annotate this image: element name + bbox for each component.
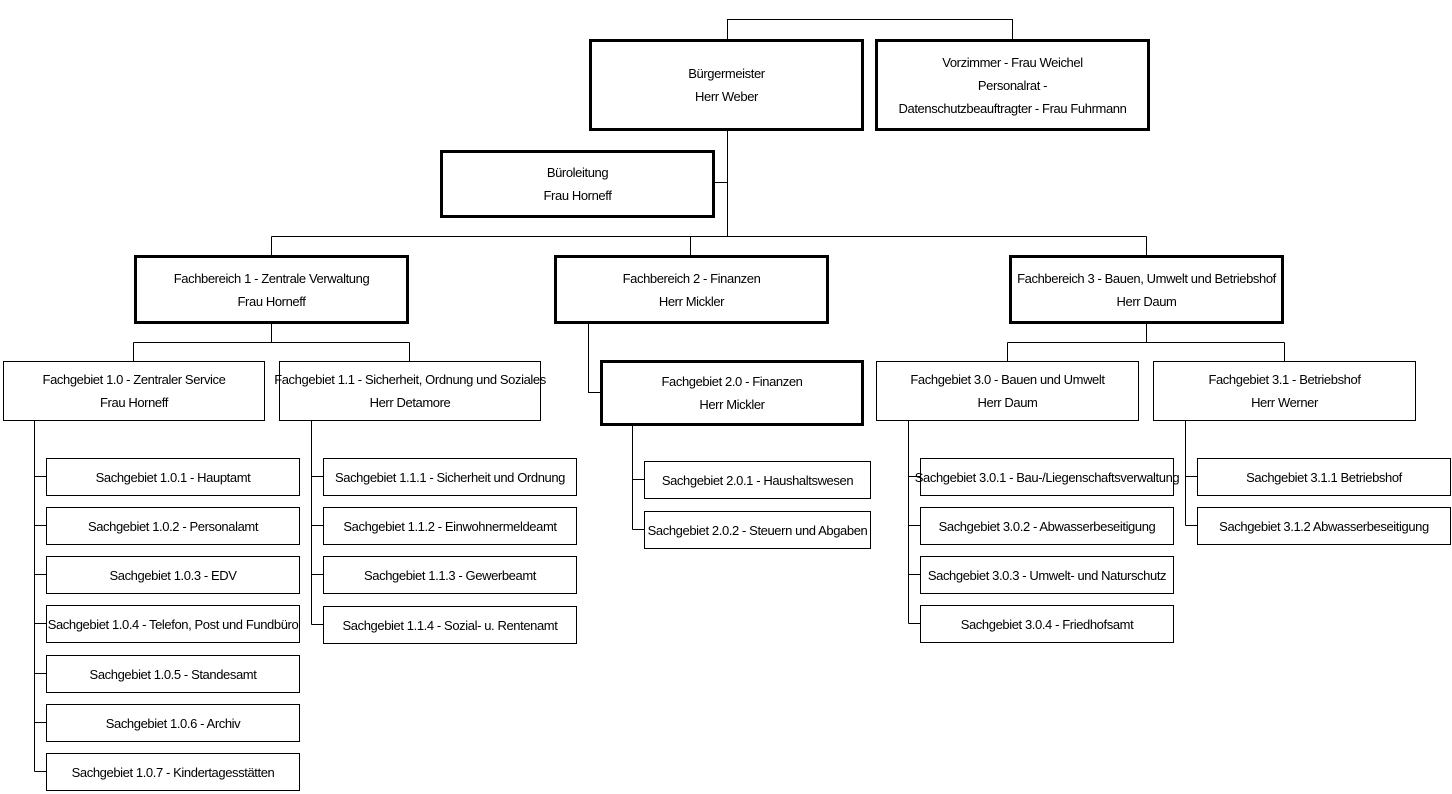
sachgebiet-label: Sachgebiet 1.0.4 - Telefon, Post und Fun…: [47, 616, 299, 632]
bueroleitung-box: Büroleitung Frau Horneff: [440, 150, 715, 218]
sachgebiet-label: Sachgebiet 3.1.2 Abwasserbeseitigung: [1219, 518, 1429, 534]
connector-line: [588, 322, 601, 393]
fachbereich-3-name: Herr Daum: [1116, 293, 1177, 309]
sachgebiet-1-0-7-box: Sachgebiet 1.0.7 - Kindertagesstätten: [46, 753, 300, 791]
sachgebiet-label: Sachgebiet 1.1.4 - Sozial- u. Rentenamt: [342, 617, 558, 633]
fachgebiet-1-0-title: Fachgebiet 1.0 - Zentraler Service: [42, 372, 226, 387]
fachgebiet-1-1-title: Fachgebiet 1.1 - Sicherheit, Ordnung und…: [274, 372, 546, 387]
sachgebiet-1-0-3-box: Sachgebiet 1.0.3 - EDV: [46, 556, 300, 594]
sachgebiet-1-0-5-box: Sachgebiet 1.0.5 - Standesamt: [46, 655, 300, 693]
sachgebiet-2-0-2-box: Sachgebiet 2.0.2 - Steuern und Abgaben: [644, 511, 871, 549]
sachgebiet-3-0-1-box: Sachgebiet 3.0.1 - Bau-/Liegenschaftsver…: [915, 458, 1180, 496]
sachgebiet-label: Sachgebiet 3.0.3 - Umwelt- und Naturschu…: [927, 567, 1167, 583]
fachgebiet-2-0-name: Herr Mickler: [699, 397, 765, 412]
sachgebiet-label: Sachgebiet 2.0.2 - Steuern und Abgaben: [647, 522, 868, 538]
fachgebiet-2-0-box: Fachgebiet 2.0 - Finanzen Herr Mickler: [600, 360, 864, 426]
sachgebiet-label: Sachgebiet 1.0.1 - Hauptamt: [95, 469, 251, 485]
fachbereich-3-title: Fachbereich 3 - Bauen, Umwelt und Betrie…: [1017, 270, 1276, 286]
bueroleitung-name: Frau Horneff: [543, 188, 612, 203]
sachgebiet-label: Sachgebiet 2.0.1 - Haushaltswesen: [661, 472, 854, 488]
vorzimmer-line-3: Datenschutzbeauftragter - Frau Fuhrmann: [898, 100, 1127, 116]
sachgebiet-3-0-2-box: Sachgebiet 3.0.2 - Abwasserbeseitigung: [920, 507, 1174, 545]
sachgebiet-label: Sachgebiet 3.0.4 - Friedhofsamt: [960, 616, 1134, 632]
sachgebiet-1-0-2-box: Sachgebiet 1.0.2 - Personalamt: [46, 507, 300, 545]
sachgebiet-label: Sachgebiet 1.0.3 - EDV: [109, 567, 237, 583]
vorzimmer-line-2: Personalrat -: [977, 77, 1048, 93]
fachbereich-2-name: Herr Mickler: [658, 293, 725, 309]
sachgebiet-1-1-2-box: Sachgebiet 1.1.2 - Einwohnermeldeamt: [323, 507, 577, 545]
fachgebiet-1-1-box: Fachgebiet 1.1 - Sicherheit, Ordnung und…: [274, 361, 546, 421]
sachgebiet-label: Sachgebiet 3.0.1 - Bau-/Liegenschaftsver…: [914, 469, 1180, 485]
fachbereich-1-name: Frau Horneff: [237, 293, 306, 309]
fachgebiet-3-1-box: Fachgebiet 3.1 - Betriebshof Herr Werner: [1153, 361, 1416, 421]
sachgebiet-1-1-3-box: Sachgebiet 1.1.3 - Gewerbeamt: [323, 556, 577, 594]
sachgebiet-1-0-1-box: Sachgebiet 1.0.1 - Hauptamt: [46, 458, 300, 496]
fachgebiet-3-1-name: Herr Werner: [1251, 395, 1318, 410]
fachbereich-2-title: Fachbereich 2 - Finanzen: [622, 270, 761, 286]
sachgebiet-label: Sachgebiet 1.0.2 - Personalamt: [87, 518, 259, 534]
fachgebiet-3-0-name: Herr Daum: [977, 395, 1038, 410]
fachbereich-1-box: Fachbereich 1 - Zentrale Verwaltung Frau…: [134, 255, 409, 324]
fachbereich-3-box: Fachbereich 3 - Bauen, Umwelt und Betrie…: [1009, 255, 1284, 324]
fachgebiet-2-0-title: Fachgebiet 2.0 - Finanzen: [661, 374, 803, 389]
sachgebiet-2-0-1-box: Sachgebiet 2.0.1 - Haushaltswesen: [644, 461, 871, 499]
fachgebiet-1-0-name: Frau Horneff: [100, 395, 168, 410]
sachgebiet-label: Sachgebiet 1.1.1 - Sicherheit und Ordnun…: [334, 469, 566, 485]
sachgebiet-3-0-4-box: Sachgebiet 3.0.4 - Friedhofsamt: [920, 605, 1174, 643]
buergermeister-box: Bürgermeister Herr Weber: [589, 39, 864, 131]
sachgebiet-1-0-4-box: Sachgebiet 1.0.4 - Telefon, Post und Fun…: [46, 605, 300, 643]
fachgebiet-3-0-box: Fachgebiet 3.0 - Bauen und Umwelt Herr D…: [876, 361, 1139, 421]
fachbereich-1-title: Fachbereich 1 - Zentrale Verwaltung: [173, 270, 370, 286]
sachgebiet-3-1-2-box: Sachgebiet 3.1.2 Abwasserbeseitigung: [1197, 507, 1451, 545]
sachgebiet-3-1-1-box: Sachgebiet 3.1.1 Betriebshof: [1197, 458, 1451, 496]
buergermeister-title: Bürgermeister: [688, 66, 765, 81]
sachgebiet-1-1-4-box: Sachgebiet 1.1.4 - Sozial- u. Rentenamt: [323, 606, 577, 644]
sachgebiet-label: Sachgebiet 1.0.5 - Standesamt: [89, 666, 257, 682]
sachgebiet-label: Sachgebiet 3.1.1 Betriebshof: [1246, 469, 1402, 485]
sachgebiet-label: Sachgebiet 1.1.3 - Gewerbeamt: [364, 567, 536, 583]
bueroleitung-title: Büroleitung: [546, 165, 609, 180]
fachgebiet-3-0-title: Fachgebiet 3.0 - Bauen und Umwelt: [910, 372, 1105, 387]
sachgebiet-1-0-6-box: Sachgebiet 1.0.6 - Archiv: [46, 704, 300, 742]
sachgebiet-label: Sachgebiet 1.0.6 - Archiv: [105, 715, 241, 731]
vorzimmer-box: Vorzimmer - Frau Weichel Personalrat - D…: [875, 39, 1150, 131]
fachbereich-2-box: Fachbereich 2 - Finanzen Herr Mickler: [554, 255, 829, 324]
sachgebiet-label: Sachgebiet 1.0.7 - Kindertagesstätten: [71, 764, 275, 780]
sachgebiet-label: Sachgebiet 1.1.2 - Einwohnermeldeamt: [343, 518, 557, 534]
sachgebiet-1-1-1-box: Sachgebiet 1.1.1 - Sicherheit und Ordnun…: [323, 458, 577, 496]
buergermeister-name: Herr Weber: [695, 89, 758, 104]
sachgebiet-3-0-3-box: Sachgebiet 3.0.3 - Umwelt- und Naturschu…: [920, 556, 1174, 594]
connector-line: [727, 19, 1013, 40]
fachgebiet-3-1-title: Fachgebiet 3.1 - Betriebshof: [1208, 372, 1361, 387]
fachgebiet-1-0-box: Fachgebiet 1.0 - Zentraler Service Frau …: [3, 361, 265, 421]
fachgebiet-1-1-name: Herr Detamore: [369, 395, 451, 410]
vorzimmer-line-1: Vorzimmer - Frau Weichel: [942, 54, 1083, 70]
sachgebiet-label: Sachgebiet 3.0.2 - Abwasserbeseitigung: [938, 518, 1156, 534]
